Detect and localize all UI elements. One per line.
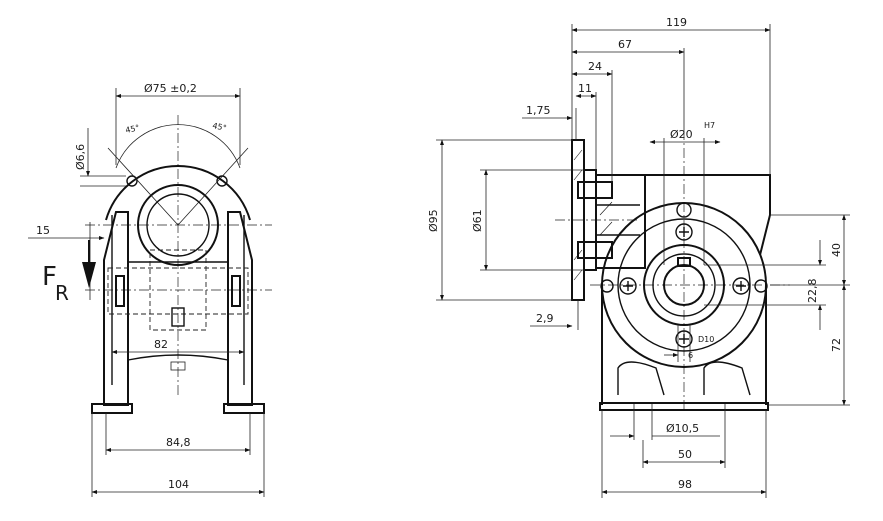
- side-flange: [571, 139, 585, 301]
- front-pcd-label: Ø75 ±0,2: [144, 82, 197, 95]
- hatch-1: [573, 149, 583, 161]
- side-base: [599, 402, 769, 411]
- side-bore-tolerance-label: H7: [704, 121, 715, 130]
- front-overall-width-label: 104: [168, 478, 189, 491]
- screw-left-cross: [623, 281, 633, 291]
- side-output-bore-label: Ø20: [670, 128, 693, 141]
- side-mount-hole-label: Ø10,5: [666, 422, 699, 435]
- front-worm-hidden: [107, 267, 249, 315]
- side-body-inner-circle: [617, 218, 751, 352]
- side-upper-height-label: 40: [830, 243, 843, 257]
- side-view: 119 67 24 11 1,75 Ø20 H7 Ø95 Ø61: [427, 16, 850, 498]
- side-keyway-height-label: 22,8: [806, 279, 819, 304]
- side-foot-opening-left: [617, 361, 665, 396]
- side-overall-length-label: 119: [666, 16, 687, 29]
- front-force-offset-label: 15: [36, 224, 50, 237]
- side-bearing-top: [577, 181, 613, 199]
- front-housing-right-wall: [227, 211, 253, 406]
- front-seal-left: [115, 275, 125, 307]
- side-spigot-depth-label: 2,9: [536, 312, 554, 325]
- front-input-bore-inner: [146, 193, 210, 257]
- side-flange-step: [584, 169, 597, 271]
- hatch-5: [599, 201, 613, 216]
- side-shaft-height-label: 72: [830, 338, 843, 352]
- front-pcd-arc: [115, 124, 241, 169]
- side-hole-spacing-label: 50: [678, 448, 692, 461]
- front-angle-right-label: 45°: [212, 121, 228, 133]
- side-top-housing: [630, 174, 771, 256]
- screw-right-cross: [736, 281, 746, 291]
- front-foot-spacing-label: 84,8: [166, 436, 191, 449]
- side-output-axis-label: 67: [618, 38, 632, 51]
- hatch-4: [573, 269, 583, 281]
- screw-bottom-cross: [679, 334, 689, 344]
- side-input-housing: [596, 174, 646, 269]
- side-flange-offset-label: 1,75: [526, 104, 551, 117]
- side-section-hatch: [573, 149, 613, 281]
- front-view: Ø75 ±0,2 45° 45° Ø6,6 15 F R 82 84,8 104: [28, 82, 272, 497]
- front-force-symbol: F: [42, 262, 57, 292]
- side-flange-spigot-label: Ø61: [471, 209, 484, 232]
- front-wheel-hidden: [149, 249, 207, 331]
- screw-right-icon: [732, 277, 750, 295]
- side-bearing-bottom: [577, 241, 613, 259]
- hatch-6: [599, 221, 613, 236]
- front-foot-right: [223, 403, 265, 414]
- plug-top-icon: [676, 202, 692, 218]
- front-bolt-hole-right: [216, 175, 228, 187]
- front-seal-right: [231, 275, 241, 307]
- side-base-length-label: 98: [678, 478, 692, 491]
- front-key-slot: [171, 307, 185, 327]
- front-force-subscript: R: [55, 281, 69, 305]
- front-inner-width-label: 82: [154, 338, 168, 351]
- side-flange-to-face-label: 24: [588, 60, 602, 73]
- side-key-tolerance-label: D10: [698, 335, 714, 344]
- front-input-bore-outer: [137, 184, 219, 266]
- side-output-keyway: [677, 257, 691, 267]
- side-screws: [600, 202, 768, 348]
- front-force-arrow-head: [82, 262, 96, 288]
- front-angle-left-label: 45°: [125, 123, 141, 135]
- front-bolt-hole-left: [126, 175, 138, 187]
- side-flange-thickness-label: 11: [578, 82, 592, 95]
- side-foot-opening-right: [703, 361, 751, 396]
- front-bottom-plug: [170, 361, 186, 371]
- front-hole-label: Ø6,6: [74, 144, 87, 170]
- side-output-bore-ring: [652, 253, 716, 317]
- screw-top-cross: [679, 227, 689, 237]
- front-foot-left: [91, 403, 133, 414]
- screw-bottom-icon: [675, 330, 693, 348]
- side-output-bore-outer: [643, 244, 725, 326]
- front-flange-arc: [105, 165, 251, 221]
- front-body-outline: [127, 261, 229, 361]
- front-angle-ray-left: [107, 147, 179, 226]
- side-flange-outer-label: Ø95: [427, 209, 440, 232]
- screw-left-icon: [619, 277, 637, 295]
- plug-left-icon: [600, 279, 614, 293]
- hatch-2: [573, 169, 583, 181]
- side-key-width-label: 6: [688, 351, 693, 360]
- plug-right-icon: [754, 279, 768, 293]
- front-angle-ray-right: [177, 147, 249, 226]
- screw-top-icon: [675, 223, 693, 241]
